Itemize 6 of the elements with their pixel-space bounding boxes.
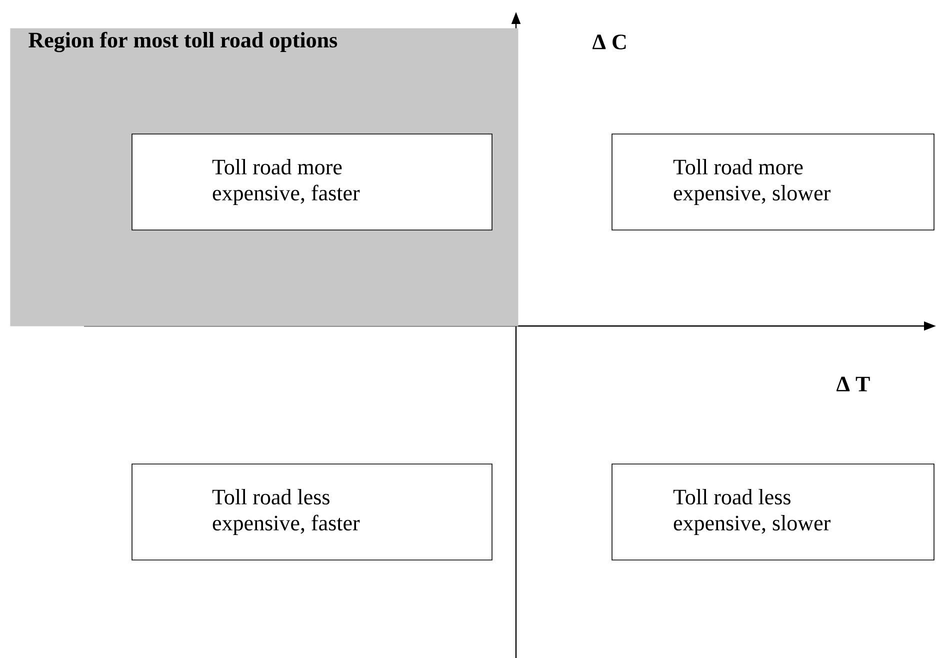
text-box: Toll road more expensive, slower: [612, 134, 934, 230]
axis-label: Δ T: [836, 376, 870, 392]
text-box: Toll road less expensive, slower: [612, 464, 934, 560]
axis-label: Δ C: [592, 34, 626, 50]
text-box: Toll road less expensive, faster: [132, 464, 492, 560]
text-box: Toll road more expensive, faster: [132, 134, 492, 230]
